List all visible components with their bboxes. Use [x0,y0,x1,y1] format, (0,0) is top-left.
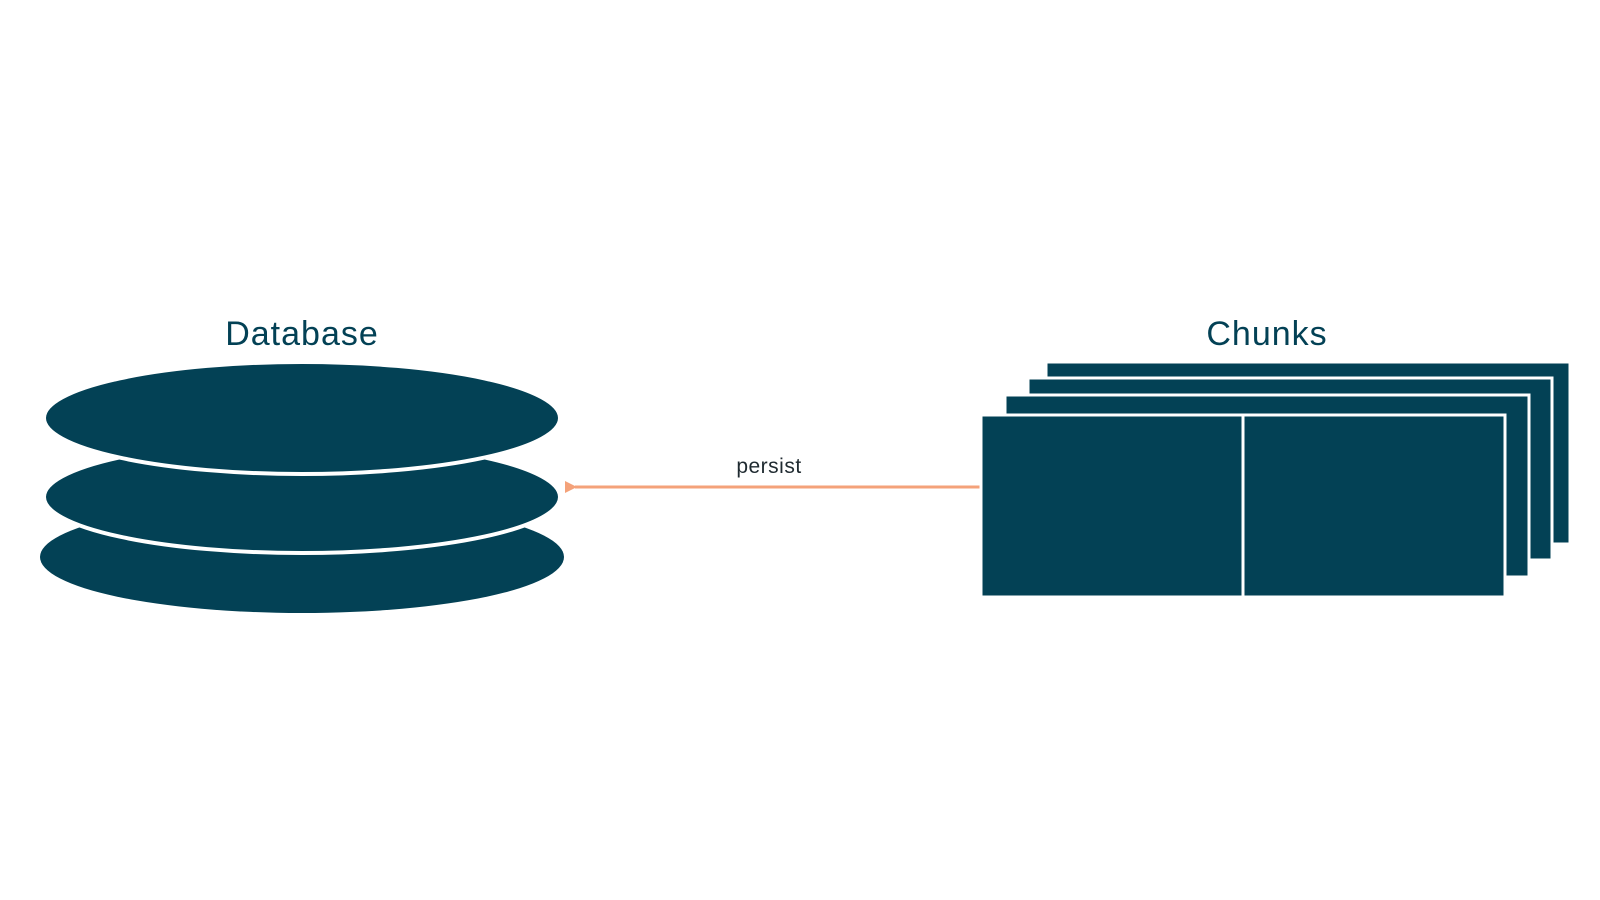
persist-label: persist [736,455,801,478]
persist-edge: persist [565,455,980,493]
database-icon [40,360,564,613]
database-disk-top [42,360,562,476]
database-label: Database [225,315,379,353]
stacked-chunks-icon [979,360,1572,599]
chunks-label: Chunks [1206,315,1327,353]
